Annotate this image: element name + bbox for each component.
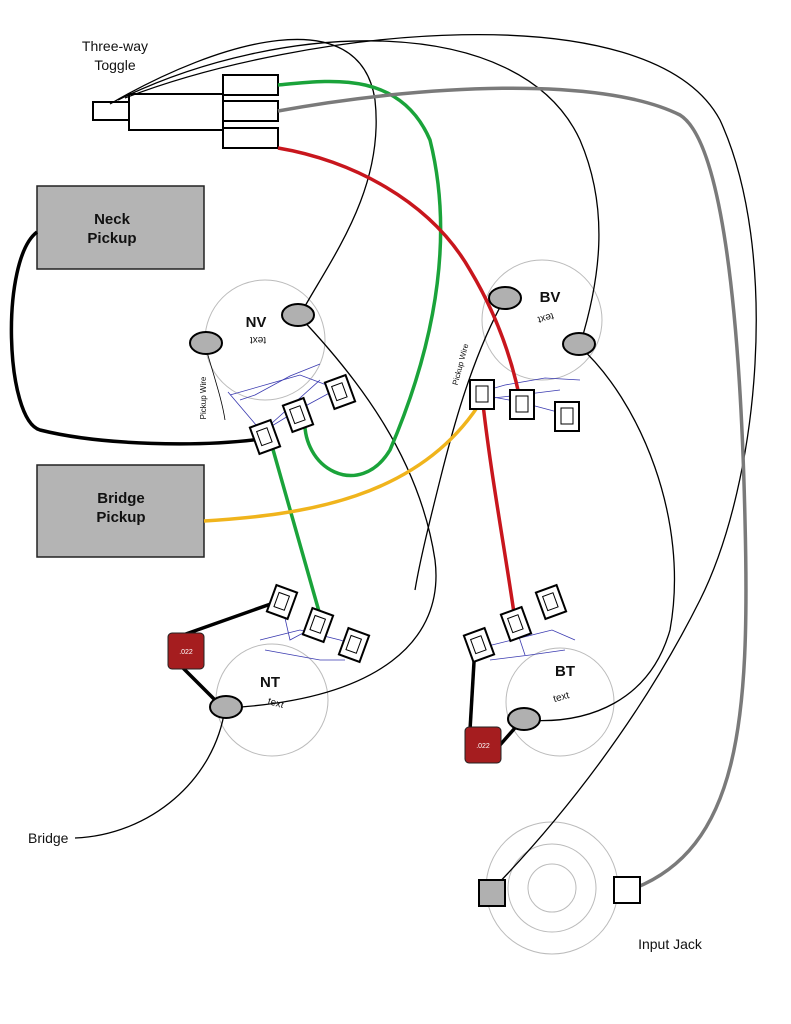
- bt-solder-point: [507, 707, 541, 731]
- gray-wire-toggle-to-jack: [277, 86, 748, 892]
- nt-capacitor: .022: [167, 632, 205, 670]
- ground-wires: [74, 33, 757, 891]
- bv-solder-point-left: [488, 286, 522, 310]
- nt-solder-point: [209, 695, 243, 719]
- nv-pickup-wire-label: Pickup Wire: [199, 376, 208, 419]
- bt-label: BT: [555, 663, 575, 680]
- nt-lugs: [265, 583, 371, 664]
- bridge-pickup-label-line2: Pickup: [96, 509, 145, 526]
- toggle-label-line1: Three-way: [82, 38, 148, 54]
- bt-capacitor-value: .022: [476, 743, 490, 750]
- bv-solder-point-right: [562, 332, 596, 356]
- toggle-body: [128, 93, 224, 131]
- nt-capacitor-value: .022: [179, 649, 193, 656]
- nv-solder-point-right: [281, 303, 315, 327]
- nv-lugs: [248, 373, 357, 456]
- bt-lugs: [462, 583, 568, 664]
- nt-text-label: text: [266, 696, 285, 711]
- bv-text-label: text: [536, 310, 555, 325]
- green-wire-nv-to-nt: [266, 431, 322, 616]
- bt-capacitor: .022: [464, 726, 502, 764]
- nv-solder-point-left: [189, 331, 223, 355]
- input-jack-label: Input Jack: [638, 936, 703, 952]
- bridge-pickup: Bridge Pickup: [36, 464, 205, 558]
- red-wire-toggle-to-bv: [277, 146, 524, 411]
- black-wire-neck-pickup-to-nv: [9, 230, 269, 446]
- neck-pickup-label-line2: Pickup: [87, 230, 136, 247]
- toggle-lug-top: [222, 74, 279, 96]
- neck-pickup: Neck Pickup: [36, 185, 205, 270]
- jack-ground-lug: [478, 879, 506, 907]
- green-wire-toggle-to-nv: [277, 79, 443, 478]
- red-wire-bv-to-bt: [480, 394, 517, 621]
- toggle-tip: [92, 101, 130, 121]
- toggle-label-line2: Toggle: [94, 57, 135, 73]
- neck-pickup-label-line1: Neck: [94, 211, 131, 228]
- nt-cap-wire-top: [182, 598, 283, 637]
- toggle-lug-middle: [222, 100, 279, 122]
- bridge-ground-label: Bridge: [28, 830, 69, 846]
- jack-tip-lug: [613, 876, 641, 904]
- nv-text-label: text: [250, 334, 266, 345]
- bt-text-label: text: [552, 690, 571, 705]
- bv-lugs: [469, 379, 580, 432]
- bv-label: BV: [540, 289, 561, 306]
- bv-pickup-wire-label: Pickup Wire: [451, 342, 471, 386]
- three-way-toggle: Three-way Toggle: [82, 38, 279, 149]
- yellow-wire-bridge-pickup-to-bv: [203, 399, 484, 523]
- bridge-pickup-label-line1: Bridge: [97, 490, 145, 507]
- nt-label: NT: [260, 674, 280, 691]
- toggle-lug-bottom: [222, 127, 279, 149]
- nv-label: NV: [246, 314, 267, 331]
